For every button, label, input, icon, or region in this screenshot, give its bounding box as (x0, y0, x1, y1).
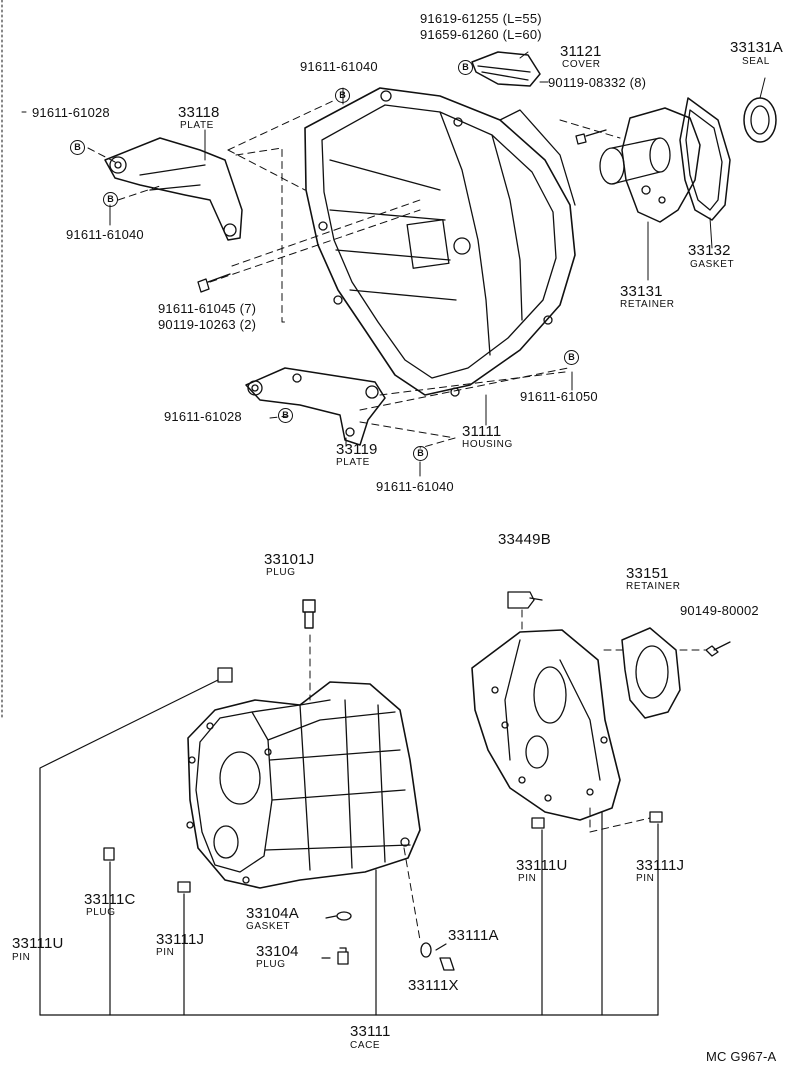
label-33111U-left-name: PIN (12, 952, 31, 963)
small-parts-drawings (103, 591, 731, 971)
label-33118: 33118 (178, 104, 220, 121)
bolt-marker-icon: B (335, 88, 350, 103)
transmission-case-drawing (186, 681, 421, 889)
label-33111A: 33111A (448, 927, 499, 944)
label-91611-61040-low: 91611-61040 (376, 479, 454, 494)
label-91611-61050: 91611-61050 (520, 389, 598, 404)
label-33101J: 33101J (264, 551, 315, 568)
label-91611-61028-top: 91611-61028 (32, 105, 110, 120)
clutch-housing-drawing (304, 87, 576, 397)
bolt-marker-icon: B (103, 192, 118, 207)
adapter-plate-drawing (471, 629, 621, 821)
bolt-marker-icon: B (278, 408, 293, 423)
label-31111-name: HOUSING (462, 439, 513, 450)
seal-33131A-drawing (743, 97, 777, 143)
label-90119-08332: 90119-08332 (8) (548, 75, 647, 90)
label-33111U-left: 33111U (12, 935, 64, 952)
bolt-marker-icon: B (70, 140, 85, 155)
label-33104-name: PLUG (256, 959, 286, 970)
label-33132-name: GASKET (690, 259, 735, 270)
label-33111-name: CACE (350, 1040, 381, 1051)
leader-dashed-lines-bottom (309, 609, 706, 941)
label-33118-name: PLATE (180, 120, 214, 131)
diagram-id-code: MC G967-A (706, 1049, 777, 1064)
label-33111J-right-name: PIN (636, 873, 655, 884)
plate-33118-drawing (104, 137, 243, 241)
label-33104A: 33104A (246, 905, 299, 922)
case-leader-bracket (39, 679, 659, 1016)
plate-33119-drawing (245, 367, 386, 446)
label-91619-61255: 91619-61255 (L=55) (420, 11, 542, 26)
label-33111J-right: 33111J (636, 857, 685, 874)
bolt-drawings-top (197, 129, 607, 293)
label-33131A-name: SEAL (742, 56, 770, 67)
label-91611-61045: 91611-61045 (7) (158, 301, 257, 316)
retainer-33131-drawing (599, 107, 701, 223)
gasket-33132-drawing (679, 97, 731, 221)
label-33104A-name: GASKET (246, 921, 291, 932)
label-91611-61028-low: 91611-61028 (164, 409, 242, 424)
label-90149-80002: 90149-80002 (680, 603, 759, 618)
label-33151-name: RETAINER (626, 581, 681, 592)
label-33131-name: RETAINER (620, 299, 675, 310)
label-33449B: 33449B (498, 531, 551, 548)
label-33119-name: PLATE (336, 457, 370, 468)
label-91659-61260: 91659-61260 (L=60) (420, 27, 542, 42)
label-33111U-right-name: PIN (518, 873, 537, 884)
label-33104: 33104 (256, 943, 299, 960)
label-33111J-left: 33111J (156, 931, 205, 948)
cover-31121-drawing (471, 51, 541, 87)
label-31121: 31121 (560, 43, 602, 60)
label-33131A: 33131A (730, 39, 783, 56)
label-33111X: 33111X (408, 977, 459, 994)
label-33111U-right: 33111U (516, 857, 568, 874)
label-91611-61040-left: 91611-61040 (66, 227, 144, 242)
leader-dashed-lines-top (87, 99, 621, 449)
label-33111C: 33111C (84, 891, 136, 908)
label-33119: 33119 (336, 441, 378, 458)
label-31121-name: COVER (562, 59, 601, 70)
label-91611-61040-top: 91611-61040 (300, 59, 378, 74)
label-33132: 33132 (688, 242, 731, 259)
label-33111: 33111 (350, 1023, 391, 1040)
label-33101J-name: PLUG (266, 567, 296, 578)
label-33111J-left-name: PIN (156, 947, 175, 958)
label-90119-10263: 90119-10263 (2) (158, 317, 257, 332)
label-33151: 33151 (626, 565, 669, 582)
bolt-marker-icon: B (458, 60, 473, 75)
bolt-marker-icon: B (413, 446, 428, 461)
bolt-marker-icon: B (564, 350, 579, 365)
label-33111C-name: PLUG (86, 907, 116, 918)
label-31111: 31111 (462, 423, 502, 440)
label-33131: 33131 (620, 283, 663, 300)
